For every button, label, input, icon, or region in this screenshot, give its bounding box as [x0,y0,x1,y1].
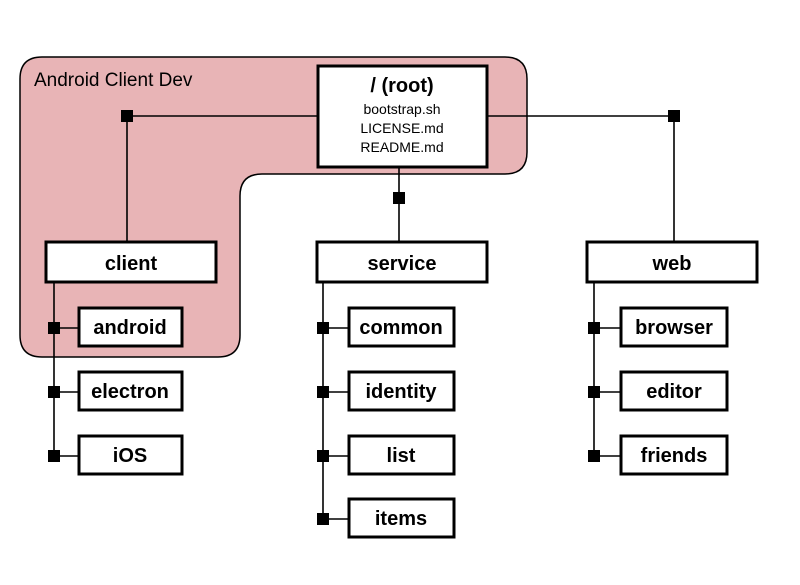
client-box[interactable] [44,240,218,284]
items-connector [317,513,329,525]
items-box[interactable] [347,497,456,539]
root-node[interactable]: / (root) bootstrap.sh LICENSE.md README.… [316,64,489,169]
root-title: / (root) [370,75,433,97]
list-connector [317,450,329,462]
child-node-android[interactable]: android [77,306,184,348]
child-node-identity[interactable]: identity [347,370,456,412]
ios-label: iOS [113,445,147,467]
web-tree-lines [588,282,621,462]
identity-label: identity [365,381,437,403]
electron-box[interactable] [77,370,184,412]
android-label: android [93,317,166,339]
editor-label: editor [646,381,702,403]
browser-connector [588,322,600,334]
ios-connector [48,450,60,462]
root-file-readme: README.md [360,139,443,155]
group-label: Android Client Dev [34,70,193,91]
folder-node-service[interactable]: service [315,240,489,284]
client-tree-lines [48,282,79,462]
client-label: client [105,253,158,275]
electron-label: electron [91,381,169,403]
child-node-list[interactable]: list [347,434,456,476]
friends-label: friends [641,445,708,467]
root-file-license: LICENSE.md [360,120,443,136]
child-node-editor[interactable]: editor [619,370,729,412]
child-node-common[interactable]: common [347,306,456,348]
android-box[interactable] [77,306,184,348]
child-node-friends[interactable]: friends [619,434,729,476]
common-label: common [359,317,442,339]
root-file-bootstrap: bootstrap.sh [363,101,440,117]
ios-box[interactable] [77,434,184,476]
service-tree-lines [317,282,349,525]
editor-connector [588,386,600,398]
child-node-ios[interactable]: iOS [77,434,184,476]
root-connectors [121,110,680,242]
service-connector [393,192,405,204]
folder-node-client[interactable]: client [44,240,218,284]
common-box[interactable] [347,306,456,348]
root-box[interactable] [316,64,489,169]
web-box[interactable] [585,240,759,284]
service-box[interactable] [315,240,489,284]
browser-box[interactable] [619,306,729,348]
child-node-browser[interactable]: browser [619,306,729,348]
android-connector [48,322,60,334]
client-connector [121,110,133,122]
child-node-items[interactable]: items [347,497,456,539]
editor-box[interactable] [619,370,729,412]
friends-connector [588,450,600,462]
identity-connector [317,386,329,398]
list-box[interactable] [347,434,456,476]
list-label: list [387,445,416,467]
common-connector [317,322,329,334]
electron-connector [48,386,60,398]
identity-box[interactable] [347,370,456,412]
folder-node-web[interactable]: web [585,240,759,284]
web-connector [668,110,680,122]
child-node-electron[interactable]: electron [77,370,184,412]
browser-label: browser [635,317,713,339]
items-label: items [375,508,427,530]
web-label: web [652,253,692,275]
friends-box[interactable] [619,434,729,476]
service-label: service [368,253,437,275]
